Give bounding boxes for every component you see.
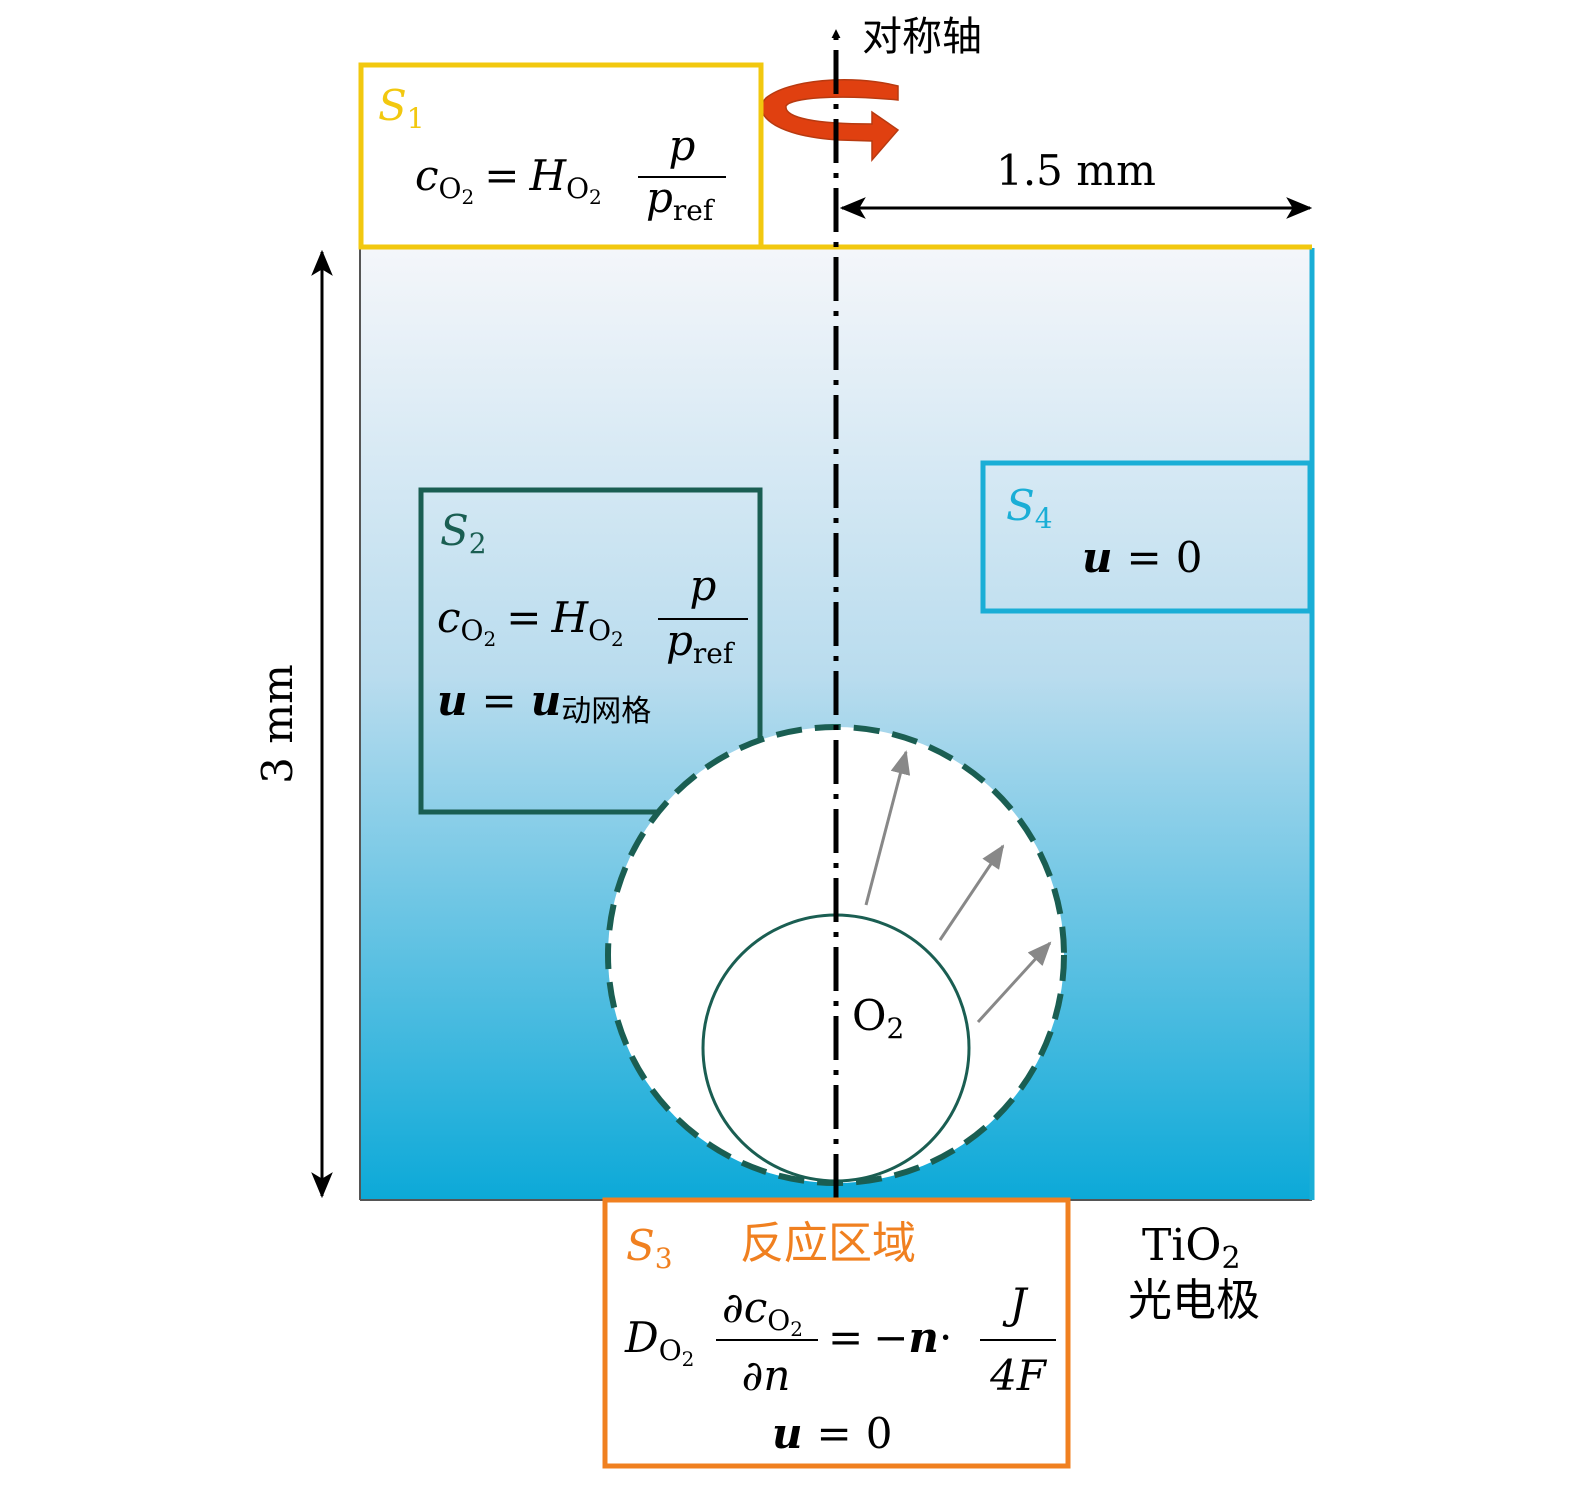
s1-equation-lhs: cO2=HO2: [415, 151, 602, 209]
s4-label: S4: [1006, 481, 1053, 535]
velocity-arrow-3: [976, 941, 1052, 1024]
rotation-arrow-icon: [760, 79, 900, 163]
width-dimension-label: 1.5 mm: [996, 146, 1156, 195]
s1-box: [358, 62, 764, 250]
electrode-label-line2: 光电极: [1128, 1275, 1260, 1326]
s3-equation-rhs: =−n·: [828, 1313, 952, 1362]
s4-box: [980, 460, 1313, 614]
o2-label: O2: [852, 991, 904, 1045]
s3-title: 反应区域: [740, 1218, 916, 1269]
s2-box: [418, 487, 763, 815]
s2-fraction-den: pref: [666, 616, 736, 670]
s2-fraction-num: p: [690, 561, 717, 610]
s3-velocity-equation: u=0: [772, 1409, 892, 1458]
s1-fraction-num: p: [669, 121, 696, 170]
electrode-label-line1: TiO2: [1142, 1220, 1241, 1276]
s3-label: S3: [626, 1221, 673, 1275]
s3-fraction-den: ∂n: [742, 1351, 791, 1400]
s1-label: S1: [378, 81, 425, 135]
height-dimension-label: 3 mm: [253, 664, 302, 784]
s1-fraction-den: pref: [646, 173, 716, 227]
s3-fraction-F: 4F: [989, 1351, 1048, 1400]
velocity-arrow-1: [864, 750, 911, 906]
symmetry-axis-label: 对称轴: [862, 14, 982, 60]
s2-equation-lhs: cO2=HO2: [437, 593, 624, 651]
s2-label: S2: [440, 506, 487, 560]
s2-velocity-equation: u=u动网格: [437, 676, 651, 729]
s3-equation-D: DO2: [624, 1313, 694, 1371]
s3-fraction-num: ∂cO2: [722, 1283, 803, 1341]
s4-velocity-equation: u=0: [1082, 533, 1202, 582]
velocity-arrow-2: [938, 844, 1005, 941]
s3-box: [602, 1197, 1071, 1469]
